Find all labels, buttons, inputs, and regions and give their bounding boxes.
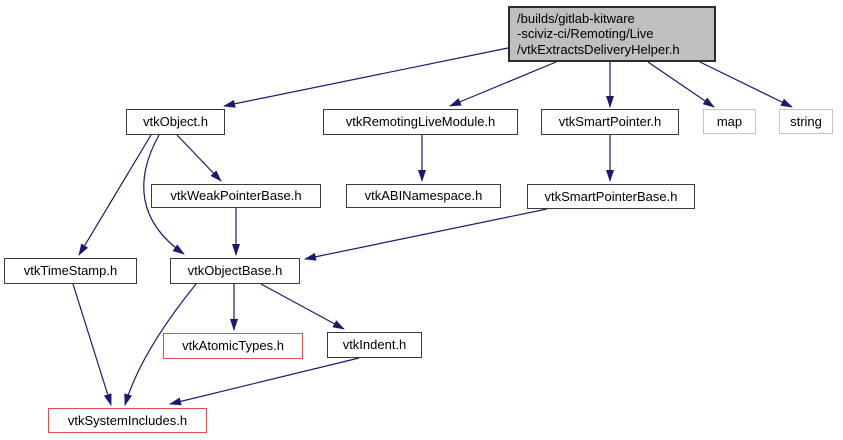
node-vtkabinamespace-h[interactable]: vtkABINamespace.h <box>346 184 501 208</box>
node-map: map <box>703 109 756 134</box>
node-vtkobjectbase-h[interactable]: vtkObjectBase.h <box>170 258 300 284</box>
node-vtksystemincludes-h: vtkSystemIncludes.h <box>48 408 207 433</box>
node-label: vtkSystemIncludes.h <box>67 412 188 428</box>
edge-vtkobject-to-vtktimestamp <box>78 134 152 256</box>
node-label: vtkSmartPointer.h <box>558 114 662 130</box>
node-label: string <box>790 113 822 129</box>
node-label-line: /builds/gitlab-kitware <box>517 10 635 26</box>
edge-vtksmartpointerbase-to-vtkobjectbase <box>304 208 548 261</box>
edge-vtkobject-to-vtkobjectbase <box>143 134 185 255</box>
node-vtksmartpointerbase-h[interactable]: vtkSmartPointerBase.h <box>527 184 695 209</box>
edge-main-to-vtkobject <box>223 47 509 108</box>
node-vtkremotinglivemodule-h[interactable]: vtkRemotingLiveModule.h <box>323 109 518 135</box>
node-label-line: -sciviz-ci/Remoting/Live <box>517 26 654 42</box>
node-string: string <box>779 109 833 134</box>
node-vtkweakpointerbase-h[interactable]: vtkWeakPointerBase.h <box>151 184 321 208</box>
edge-main-to-string <box>699 61 793 108</box>
node-vtkobject-h[interactable]: vtkObject.h <box>126 109 225 135</box>
edge-vtkobject-to-vtkweakpointerbase <box>176 134 222 182</box>
node-vtkatomictypes-h: vtkAtomicTypes.h <box>163 333 303 359</box>
edge-vtkobjectbase-to-vtkindent <box>260 283 345 330</box>
node-label: vtkRemotingLiveModule.h <box>345 114 496 130</box>
node-label: map <box>716 113 743 129</box>
node-label-line: /vtkExtractsDeliveryHelper.h <box>517 41 680 57</box>
node-label: vtkObject.h <box>142 114 209 130</box>
edge-vtktimestamp-to-vtksystemincludes <box>72 283 112 406</box>
node-label: vtkTimeStamp.h <box>23 263 118 279</box>
node-current-vtkextractsdeliveryhelper: /builds/gitlab-kitware -sciviz-ci/Remoti… <box>508 6 716 62</box>
node-label: vtkSmartPointerBase.h <box>544 188 678 204</box>
node-label: vtkABINamespace.h <box>364 188 483 204</box>
node-vtkindent-h[interactable]: vtkIndent.h <box>327 332 422 358</box>
edge-main-to-map <box>647 61 715 108</box>
node-vtktimestamp-h[interactable]: vtkTimeStamp.h <box>4 258 137 284</box>
node-vtksmartpointer-h[interactable]: vtkSmartPointer.h <box>541 109 679 135</box>
edge-main-to-vtkremotinglivemodule <box>449 61 557 107</box>
edge-vtkindent-to-vtksystemincludes <box>169 357 360 406</box>
edge-vtkobjectbase-to-vtksystemincludes <box>124 283 197 406</box>
node-label: vtkAtomicTypes.h <box>182 338 284 354</box>
node-label: vtkWeakPointerBase.h <box>170 188 302 204</box>
node-label: vtkObjectBase.h <box>187 263 283 279</box>
node-label: vtkIndent.h <box>342 337 407 353</box>
